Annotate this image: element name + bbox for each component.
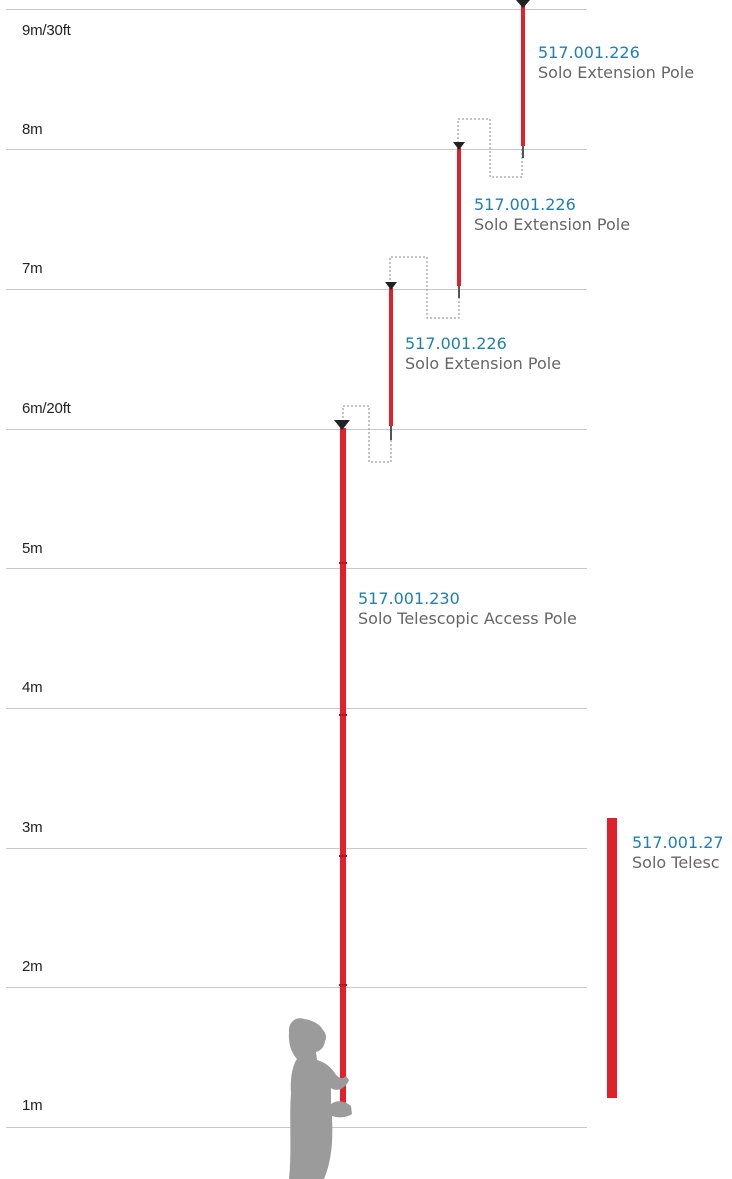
pole-connectors	[342, 118, 523, 463]
extension-pole-middle	[453, 142, 465, 298]
pole-name: Solo Extension Pole	[538, 63, 695, 82]
pole-label-4: 517.001.230 Solo Telescopic Access Pole	[358, 589, 577, 629]
pole-code: 517.001.226	[405, 334, 507, 353]
scale-label-9m: 9m/30ft	[22, 22, 71, 39]
scale-label-7m: 7m	[22, 260, 43, 277]
extension-pole-top	[516, 0, 530, 158]
pole-label-1: 517.001.226 Solo Extension Pole	[538, 43, 694, 83]
scale-label-4m: 4m	[22, 679, 43, 696]
scale-line-8m	[6, 149, 587, 150]
scale-label-8m: 8m	[22, 121, 43, 138]
scale-label-1m: 1m	[22, 1097, 43, 1114]
pole-name: Solo Extension Pole	[474, 215, 631, 234]
person-silhouette-icon	[288, 1018, 352, 1179]
pole-tip-icon	[385, 282, 397, 290]
scale-label-5m: 5m	[22, 540, 43, 557]
connector-2	[389, 256, 460, 319]
pole-label-3: 517.001.226 Solo Extension Pole	[405, 334, 561, 374]
scale-line-6m	[6, 429, 587, 430]
scale-line-4m	[6, 708, 587, 709]
pole-name: Solo Telesc	[632, 853, 720, 872]
extension-pole-lower	[385, 282, 397, 440]
telescopic-access-pole	[334, 420, 350, 1114]
scale-line-9m	[6, 9, 587, 10]
pole-name: Solo Telescopic Access Pole	[358, 609, 577, 628]
pole-code: 517.001.27	[632, 833, 724, 852]
scale-label-2m: 2m	[22, 958, 43, 975]
pole-label-2: 517.001.226 Solo Extension Pole	[474, 195, 630, 235]
pole-tip-icon	[334, 420, 350, 430]
scale-line-5m	[6, 568, 587, 569]
connector-1	[457, 118, 523, 178]
scale-line-3m	[6, 848, 587, 849]
scale-line-7m	[6, 289, 587, 290]
pole-label-5: 517.001.27 Solo Telesc	[632, 833, 724, 873]
scale-label-3m: 3m	[22, 819, 43, 836]
pole-code: 517.001.230	[358, 589, 460, 608]
scale-line-2m	[6, 987, 587, 988]
short-telescopic-pole	[607, 818, 617, 1098]
connector-3	[342, 405, 392, 463]
pole-code: 517.001.226	[474, 195, 576, 214]
pole-code: 517.001.226	[538, 43, 640, 62]
pole-name: Solo Extension Pole	[405, 354, 562, 373]
scale-label-6m: 6m/20ft	[22, 400, 71, 417]
pole-tip-icon	[516, 0, 530, 8]
pole-tip-icon	[453, 142, 465, 150]
